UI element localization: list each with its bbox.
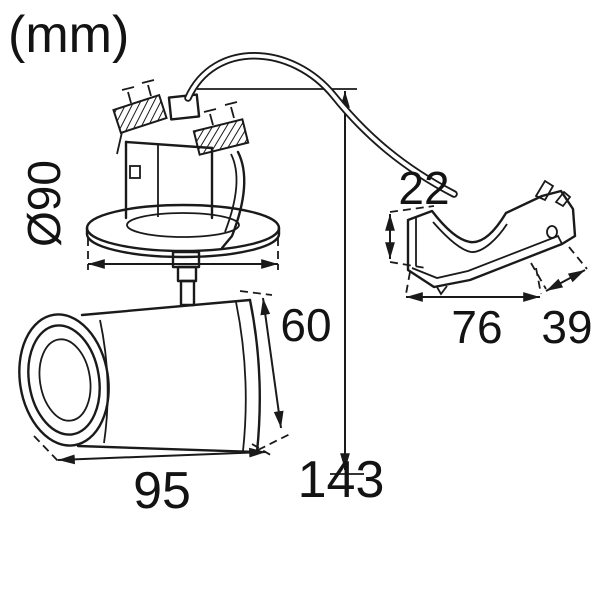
stem-segment bbox=[176, 265, 198, 283]
dimension-labels: (mm) Ø90 22 76 39 60 143 95 bbox=[8, 6, 593, 520]
driver-thickness bbox=[411, 234, 563, 279]
flange-opening bbox=[126, 212, 240, 238]
driver-tab bbox=[554, 190, 572, 208]
flange-outer bbox=[85, 203, 281, 253]
spring-pin-head bbox=[141, 79, 155, 84]
dim-text-driver-depth: 39 bbox=[541, 301, 592, 353]
driver-screw-hole bbox=[546, 225, 558, 239]
witness-driver-top bbox=[389, 205, 435, 213]
trim-ring bbox=[85, 203, 281, 259]
spring-clip-right bbox=[192, 101, 250, 250]
dim-text-flange-diameter: Ø90 bbox=[18, 160, 70, 247]
mounting-stem bbox=[171, 250, 201, 307]
dim-line-driver-depth bbox=[545, 269, 586, 292]
spring-pin bbox=[230, 106, 235, 119]
witness-body-right bbox=[251, 443, 275, 458]
dim-line-body-length bbox=[57, 447, 267, 465]
body-top-edge bbox=[80, 298, 252, 317]
body-end-seam bbox=[235, 301, 247, 452]
recessed-fixture bbox=[85, 79, 281, 307]
dim-text-body-length: 95 bbox=[133, 462, 191, 520]
body-end-cap bbox=[248, 298, 261, 454]
spring-pin bbox=[209, 113, 214, 126]
spring-pin-head bbox=[203, 108, 217, 113]
dim-text-body-diameter: 60 bbox=[280, 299, 331, 351]
can-slot bbox=[129, 165, 141, 179]
witness-depth-left bbox=[530, 262, 547, 290]
dimension-lines bbox=[33, 88, 588, 475]
dim-text-driver-length: 76 bbox=[451, 301, 502, 353]
lens-ring-mid bbox=[27, 324, 101, 436]
spring-clip-left bbox=[112, 79, 168, 155]
units-label: (mm) bbox=[8, 6, 129, 64]
cable-gland bbox=[167, 93, 201, 121]
witness-dia-top bbox=[239, 290, 273, 296]
body-bottom-edge bbox=[76, 444, 259, 454]
spring-pin-head bbox=[224, 101, 238, 106]
spring-arm-outer bbox=[220, 150, 246, 250]
dim-line-body-diameter bbox=[260, 297, 284, 429]
body-front-seam bbox=[99, 319, 109, 444]
spring-pin bbox=[147, 84, 152, 97]
spotlight-body bbox=[18, 298, 261, 454]
stem-segment bbox=[179, 279, 196, 307]
lens-ring-inner bbox=[38, 338, 92, 422]
driver-tab bbox=[534, 179, 555, 202]
witness-driver-bottom bbox=[389, 261, 427, 269]
driver-strap bbox=[432, 221, 508, 253]
cable-core bbox=[186, 53, 456, 196]
spring-coil bbox=[192, 118, 250, 156]
witness-driver-right bbox=[535, 267, 542, 295]
witness-driver-left bbox=[405, 271, 411, 295]
witness-depth-right bbox=[568, 246, 588, 270]
spring-arm-inner bbox=[224, 153, 238, 233]
witness-dia-bottom bbox=[257, 433, 291, 451]
flange-rim bbox=[85, 232, 281, 259]
dim-text-driver-height: 22 bbox=[398, 162, 449, 214]
power-cable bbox=[167, 52, 458, 198]
dim-text-overall-depth: 143 bbox=[298, 451, 385, 509]
witness-body-left bbox=[33, 435, 61, 464]
spring-coil bbox=[112, 93, 168, 135]
spring-pin bbox=[127, 91, 132, 104]
spring-arm bbox=[116, 131, 123, 155]
spring-pin-head bbox=[121, 86, 135, 91]
driver-outline bbox=[406, 189, 577, 289]
